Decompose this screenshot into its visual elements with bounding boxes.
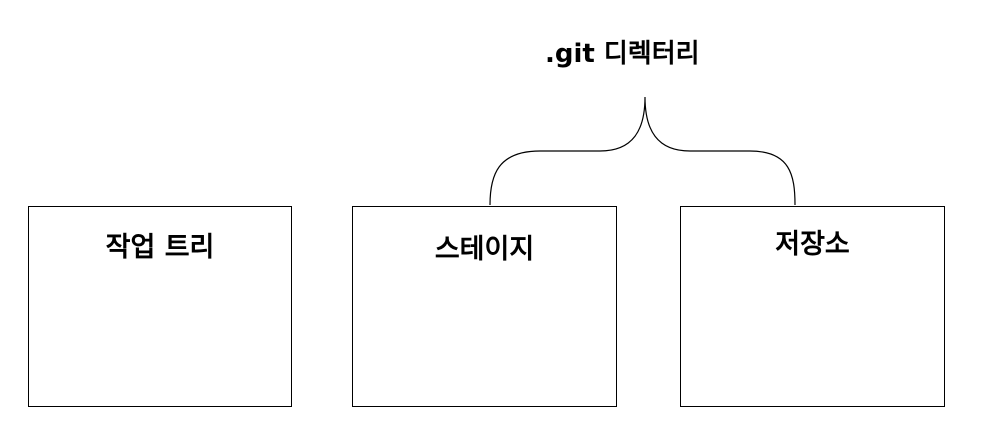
stage-label: 스테이지 [434, 234, 535, 265]
git-directory-label: .git 디렉터리 [545, 39, 700, 69]
stage-box: 스테이지 [352, 206, 617, 407]
working-tree-label: 작업 트리 [105, 232, 215, 263]
working-tree-box: 작업 트리 [28, 206, 292, 407]
repository-label: 저장소 [775, 229, 850, 260]
repository-box: 저장소 [680, 206, 945, 407]
